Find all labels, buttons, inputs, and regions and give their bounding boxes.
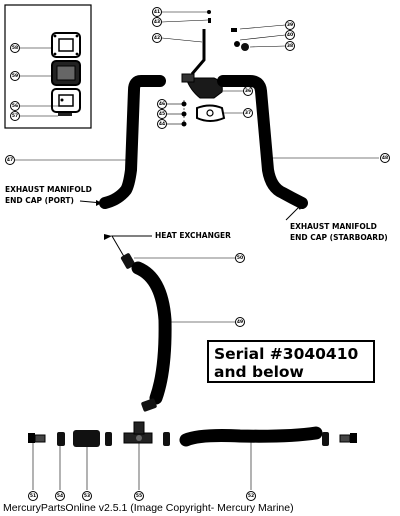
serial-note-line1: Serial #3040410 (214, 345, 359, 363)
callout-number: 43 (154, 19, 160, 25)
callout-number: 54 (57, 493, 63, 499)
callout-39: 39 (285, 20, 295, 30)
callout-55: 55 (134, 491, 144, 501)
callout-56: 56 (10, 101, 20, 111)
starboard-cap-label-line2: END CAP (STARBOARD) (290, 233, 388, 242)
serial-note-line2: and below (214, 363, 304, 381)
callout-number: 38 (287, 43, 293, 49)
callout-47: 47 (5, 155, 15, 165)
hose-53 (73, 430, 100, 447)
callout-53: 53 (82, 491, 92, 501)
callout-number: 44 (159, 121, 165, 127)
callout-number: 56 (12, 103, 18, 109)
callout-number: 46 (159, 101, 165, 107)
starboard-cap-label-line1: EXHAUST MANIFOLD (290, 222, 377, 231)
tee-fitting-55 (123, 421, 153, 444)
callout-48: 48 (380, 153, 390, 163)
callout-number: 58 (12, 45, 18, 51)
callout-number: 37 (245, 110, 251, 116)
fitting-51-right (339, 433, 357, 443)
callout-number: 53 (84, 493, 90, 499)
callout-number: 41 (154, 9, 160, 15)
gasket-inset-box (4, 4, 92, 129)
callout-43: 43 (152, 17, 162, 27)
callout-number: 40 (287, 32, 293, 38)
callout-38: 38 (285, 41, 295, 51)
gasket-60 (51, 88, 81, 113)
callout-41: 41 (152, 7, 162, 17)
callout-42: 42 (152, 33, 162, 43)
callout-number: 42 (154, 35, 160, 41)
port-cap-label-line2: END CAP (PORT) (5, 196, 74, 205)
gasket-58 (51, 32, 81, 58)
callout-number: 39 (287, 22, 293, 28)
callout-59: 59 (10, 71, 20, 81)
callout-44: 44 (157, 119, 167, 129)
callout-number: 50 (237, 255, 243, 261)
callout-36: 36 (243, 86, 253, 96)
callout-number: 47 (7, 157, 13, 163)
callout-40: 40 (285, 30, 295, 40)
heat-exchanger-label: HEAT EXCHANGER (155, 231, 231, 240)
callout-number: 49 (237, 319, 243, 325)
callout-number: 52 (248, 493, 254, 499)
callout-number: 55 (136, 493, 142, 499)
fitting-51-left (28, 433, 46, 443)
hose-52 (179, 426, 323, 447)
callout-51: 51 (28, 491, 38, 501)
block-off-plate-59 (51, 60, 81, 86)
callout-58: 58 (10, 43, 20, 53)
callout-37: 37 (243, 108, 253, 118)
callout-number: 59 (12, 73, 18, 79)
callout-57: 57 (10, 111, 20, 121)
copyright-footer: MercuryPartsOnline v2.5.1 (Image Copyrig… (3, 502, 294, 514)
port-cap-label-line1: EXHAUST MANIFOLD (5, 185, 92, 194)
callout-54: 54 (55, 491, 65, 501)
callout-number: 51 (30, 493, 36, 499)
callout-number: 45 (159, 111, 165, 117)
callout-46: 46 (157, 99, 167, 109)
clamp-far-right (322, 432, 329, 446)
serial-note-box: Serial #3040410 and below (207, 340, 375, 383)
callout-number: 36 (245, 88, 251, 94)
clamp-right (163, 432, 170, 446)
callout-45: 45 (157, 109, 167, 119)
clamp-54 (57, 432, 65, 446)
small-washer-56 (60, 98, 64, 102)
callout-number: 57 (12, 113, 18, 119)
clamp-pair-54 (105, 432, 112, 446)
callout-50: 50 (235, 253, 245, 263)
callout-49: 49 (235, 317, 245, 327)
callout-number: 48 (382, 155, 388, 161)
callout-52: 52 (246, 491, 256, 501)
screw-57 (58, 113, 72, 116)
